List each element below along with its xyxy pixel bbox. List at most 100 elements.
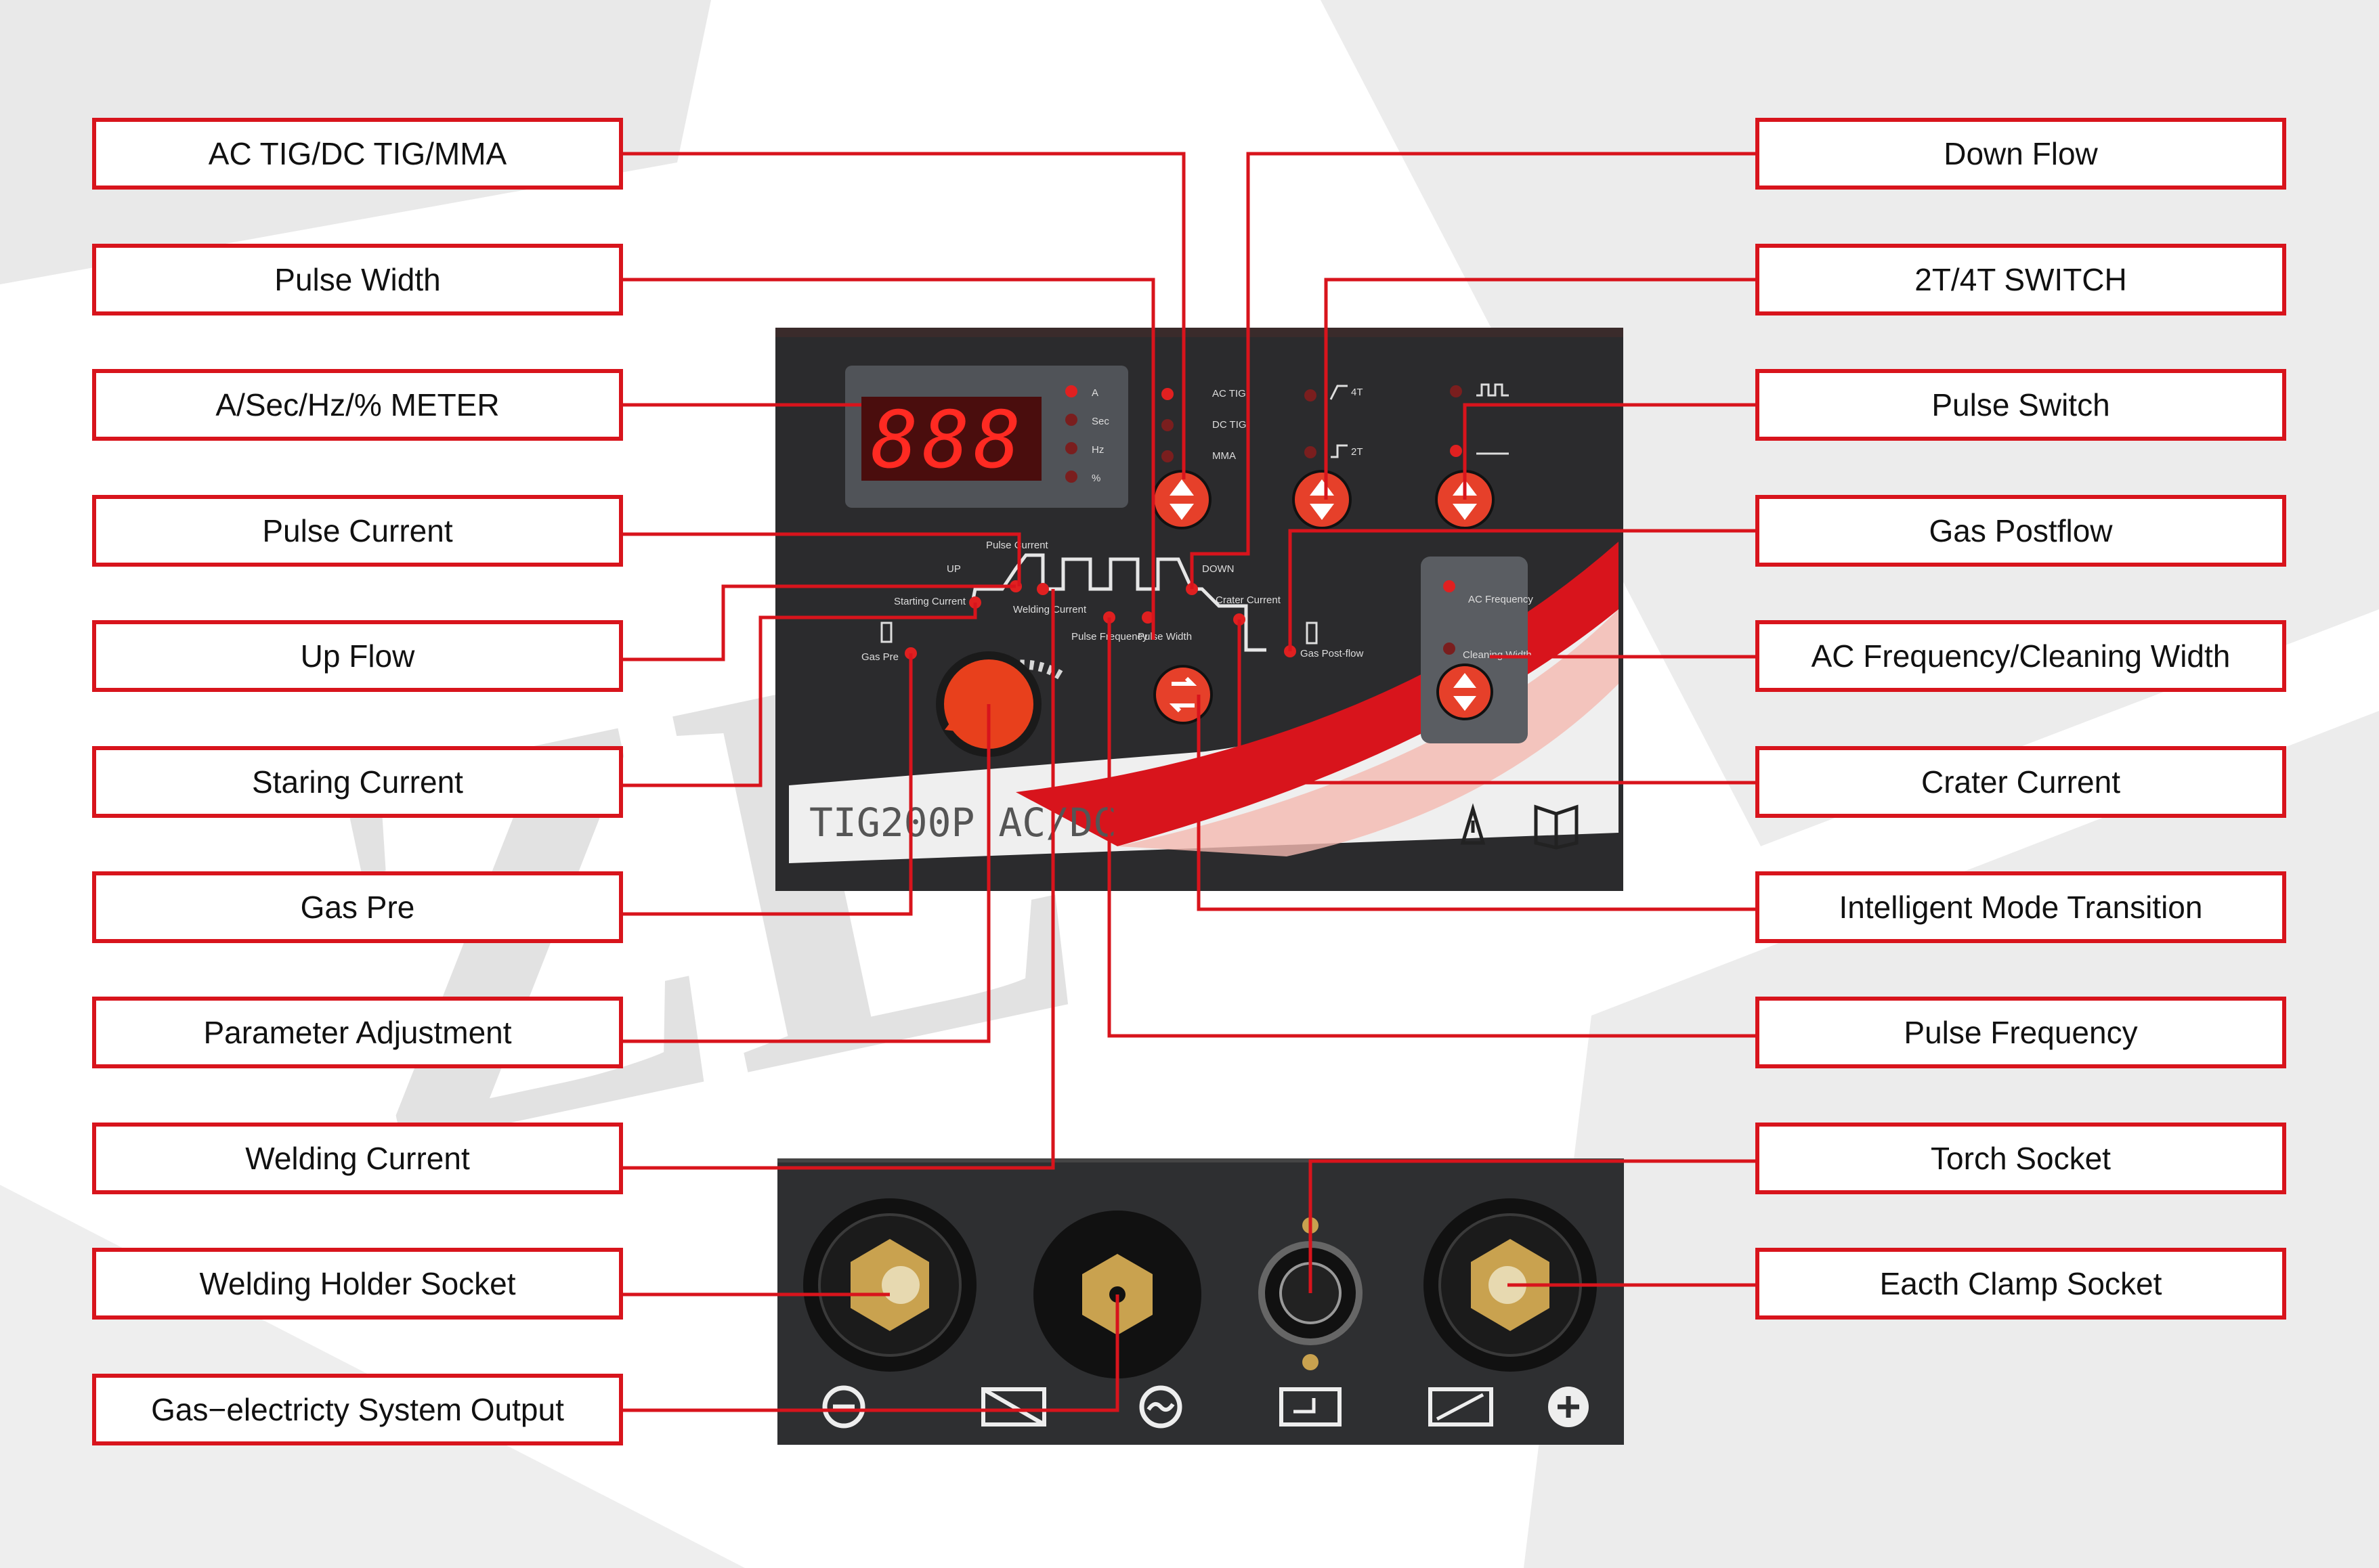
mode-label: DC TIG [1212, 419, 1247, 431]
label-staring-current: Staring Current [92, 746, 623, 818]
trigger-select-button[interactable] [1292, 470, 1352, 529]
panel-buttons: AC Frequency Cleaning Width [1152, 470, 1533, 743]
label-2t-4t-switch: 2T/4T SWITCH [1755, 244, 2286, 315]
leader-crater-current [1237, 619, 1757, 785]
label-text: AC TIG/DC TIG/MMA [208, 136, 507, 171]
meter-unit-led [1065, 471, 1077, 483]
label-text: Gas−electricty System Output [151, 1392, 564, 1427]
label-text: A/Sec/Hz/% METER [215, 387, 500, 422]
stick-electrode-icon [981, 1387, 1046, 1427]
meter-unit-label: A [1092, 387, 1098, 399]
trigger-4t-label: 4T [1351, 387, 1363, 398]
leader-gas-pre [622, 653, 913, 916]
label-text: Staring Current [252, 764, 463, 800]
label-pulse-switch: Pulse Switch [1755, 369, 2286, 441]
label-gas-pre: Gas Pre [92, 871, 623, 943]
label-text: Gas Postflow [1929, 513, 2113, 548]
leader-pulse-width [622, 278, 1155, 640]
pulse-on-icon [1476, 383, 1509, 397]
meter-unit-led [1065, 414, 1077, 426]
leader-down-flow [1190, 152, 1757, 589]
leader-pulse-current [622, 532, 1021, 586]
label-pulse-width: Pulse Width [92, 244, 623, 315]
curve-pulse-current-label: Pulse Current [986, 540, 1049, 551]
label-text: Down Flow [1944, 136, 2098, 171]
welding-holder-socket[interactable] [803, 1198, 977, 1372]
curve-down-label: DOWN [1202, 563, 1235, 575]
meter-unit-label: Hz [1092, 444, 1104, 456]
label-ac-frequency-cleaning-width: AC Frequency/Cleaning Width [1755, 620, 2286, 692]
welding-sequence-curve [880, 553, 1318, 659]
leader-welding-current [622, 589, 1055, 1170]
curve-welding-current-label: Welding Current [1013, 604, 1087, 615]
curve-up-label: UP [947, 563, 961, 575]
curve-gas-post-label: Gas Post-flow [1300, 648, 1364, 659]
label-text: Pulse Current [262, 513, 453, 548]
leader-lines [622, 152, 1757, 1412]
intelligent-mode-button[interactable] [1153, 665, 1213, 724]
mode-select-button[interactable] [1152, 470, 1212, 529]
mode-led [1161, 388, 1174, 400]
label-text: Crater Current [1921, 764, 2120, 800]
label-gas-electricty-output: Gas−electricty System Output [92, 1374, 623, 1445]
label-down-flow: Down Flow [1755, 118, 2286, 190]
label-text: Welding Holder Socket [199, 1266, 516, 1301]
leader-up-flow [622, 584, 1016, 661]
label-text: Eacth Clamp Socket [1879, 1266, 2162, 1301]
manual-book-icon [1534, 804, 1579, 850]
curve-pulse-width-label: Pulse Width [1138, 631, 1192, 643]
label-text: AC Frequency/Cleaning Width [1811, 638, 2231, 674]
label-pulse-frequency: Pulse Frequency [1755, 997, 2286, 1068]
label-crater-current: Crater Current [1755, 746, 2286, 818]
label-text: Pulse Switch [1931, 387, 2110, 422]
label-text: 2T/4T SWITCH [1914, 262, 2127, 297]
label-text: Pulse Frequency [1904, 1015, 2138, 1050]
gas-post-cylinder-icon [1306, 622, 1318, 645]
curve-gas-pre-label: Gas Pre [861, 651, 899, 663]
pulse-icons [1304, 383, 1509, 458]
leader-gas-postflow [1288, 529, 1757, 651]
mode-label: AC TIG [1212, 388, 1246, 399]
4t-icon [1329, 385, 1348, 400]
label-gas-postflow: Gas Postflow [1755, 495, 2286, 567]
digital-meter: 888 [845, 366, 1128, 508]
leader-pulse-switch [1463, 403, 1757, 500]
ac-frequency-button[interactable] [1436, 663, 1493, 720]
label-text: Welding Current [245, 1141, 470, 1176]
mode-label: MMA [1212, 450, 1236, 462]
mode-led [1161, 450, 1174, 462]
model-name: TIG200P AC/DC [809, 800, 1117, 846]
meter-display: 888 [871, 395, 1025, 486]
leader-starting-current [622, 603, 977, 787]
mode-led [1161, 419, 1174, 431]
label-earth-clamp-socket: Eacth Clamp Socket [1755, 1248, 2286, 1320]
label-text: Pulse Width [274, 262, 441, 297]
meter-unit-label: Sec [1092, 416, 1109, 427]
label-meter: A/Sec/Hz/% METER [92, 369, 623, 441]
label-ac-tig-dc-tig-mma: AC TIG/DC TIG/MMA [92, 118, 623, 190]
tig-torch-icon [1428, 1387, 1493, 1427]
label-text: Parameter Adjustment [203, 1015, 512, 1050]
label-text: Intelligent Mode Transition [1839, 890, 2203, 925]
leader-ac-tig [622, 152, 1186, 479]
mode-leds: AC TIG DC TIG MMA [1161, 388, 1247, 462]
ac-frequency-label: AC Frequency [1468, 594, 1533, 605]
leader-intelligent-mode [1197, 695, 1757, 911]
label-text: Up Flow [300, 638, 415, 674]
trigger-2t-label: 2T [1351, 446, 1363, 458]
label-parameter-adjustment: Parameter Adjustment [92, 997, 623, 1068]
meter-unit-led [1065, 385, 1077, 397]
2t-icon [1331, 444, 1348, 458]
torch-trigger-icon [1279, 1387, 1342, 1427]
meter-unit-led [1065, 442, 1077, 454]
label-up-flow: Up Flow [92, 620, 623, 692]
warning-icon [1460, 803, 1486, 845]
leader-gas-electric [622, 1294, 1119, 1412]
minus-icon [822, 1385, 865, 1429]
leader-parameter-adjustment [622, 704, 991, 1043]
curve-crater-current-label: Crater Current [1216, 594, 1281, 606]
label-text: Gas Pre [300, 890, 415, 925]
curve-starting-current-label: Starting Current [894, 596, 966, 607]
